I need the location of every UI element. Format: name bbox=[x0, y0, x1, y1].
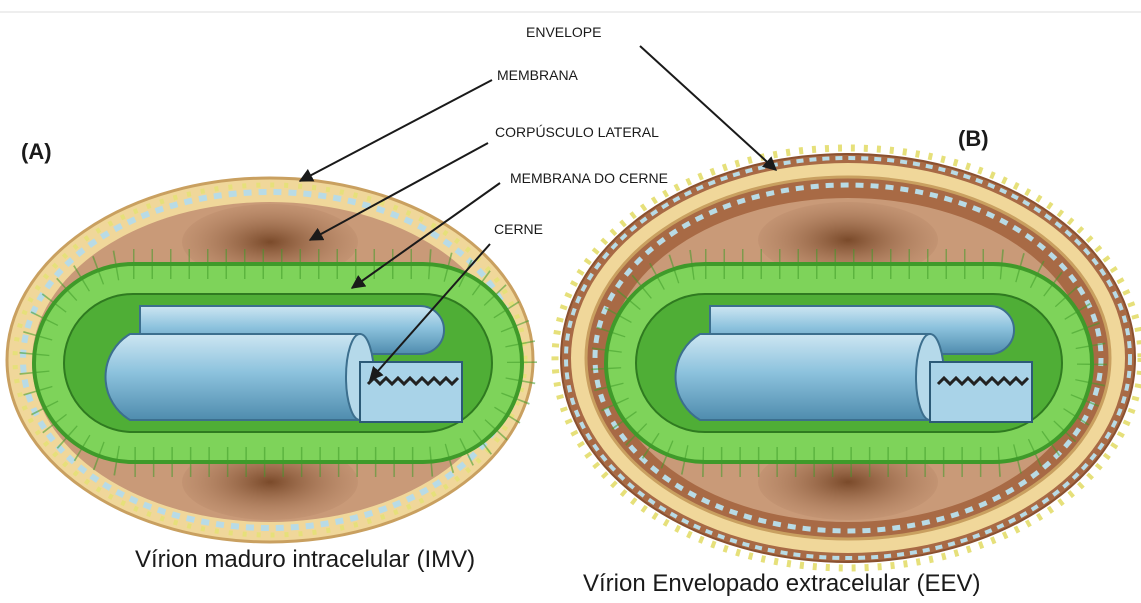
panel-label-a: (A) bbox=[21, 139, 52, 165]
virion-imv bbox=[7, 178, 533, 542]
imv-dna-box bbox=[360, 362, 462, 422]
imv-core-tube-main bbox=[106, 334, 360, 420]
panel-label-b: (B) bbox=[958, 126, 989, 152]
label-membrane: MEMBRANA bbox=[497, 67, 578, 83]
label-core-membrane: MEMBRANA DO CERNE bbox=[510, 170, 668, 186]
label-core: CERNE bbox=[494, 221, 543, 237]
virion-eev bbox=[555, 148, 1141, 568]
label-envelope: ENVELOPE bbox=[526, 24, 601, 40]
eev-dna-box bbox=[930, 362, 1032, 422]
caption-eev: Vírion Envelopado extracelular (EEV) bbox=[583, 570, 981, 598]
eev-core-tube-main bbox=[676, 334, 930, 420]
caption-imv: Vírion maduro intracelular (IMV) bbox=[135, 546, 475, 574]
arrow-envelope bbox=[640, 46, 776, 170]
arrow-membrane bbox=[300, 80, 492, 181]
label-lateral-body: CORPÚSCULO LATERAL bbox=[495, 124, 659, 140]
